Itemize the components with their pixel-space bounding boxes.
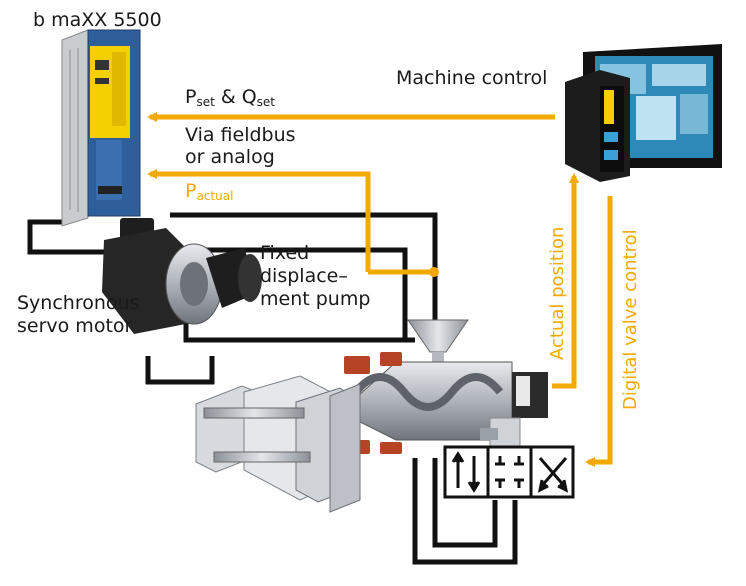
pactual-subscript: actual (196, 189, 234, 203)
machine-controller-icon (565, 44, 722, 182)
mold-icon (195, 375, 361, 513)
pactual-symbol: P (185, 180, 197, 202)
motor-label-line-1: Synchronous (17, 292, 140, 314)
drive-title: b maXX 5500 (33, 9, 162, 31)
fieldbus-line-1: Via fieldbus (185, 124, 296, 146)
machine-control-label: Machine control (396, 67, 548, 89)
pump-label-line-3: ment pump (260, 288, 371, 310)
fieldbus-line-2: or analog (185, 146, 275, 168)
valve-symbol-icon (443, 445, 575, 499)
motor-label-line-2: servo motor (17, 315, 133, 337)
pset-qset-label: Pset & Qset (185, 86, 275, 113)
signal-lines (147, 112, 613, 467)
pset-symbol: P (185, 86, 197, 108)
digital-valve-arrow (585, 196, 613, 467)
qset-subscript: set (256, 95, 276, 109)
servo-drive-icon (61, 29, 141, 227)
pactual-arrow (147, 169, 371, 272)
pump-label-line-2: displace– (260, 265, 348, 287)
pset-subscript: set (196, 95, 215, 109)
digital-valve-control-label: Digital valve control (620, 229, 641, 410)
pump-label-line-1: Fixed (260, 242, 310, 264)
injection-unit-icon (339, 319, 548, 459)
pressure-sensor-dot (429, 267, 439, 277)
actual-position-label: Actual position (547, 226, 568, 360)
pactual-label: Pactual (185, 180, 233, 207)
actual-position-arrow (552, 173, 579, 389)
servo-motor-icon (102, 218, 262, 334)
qset-symbol: & Q (214, 86, 257, 108)
